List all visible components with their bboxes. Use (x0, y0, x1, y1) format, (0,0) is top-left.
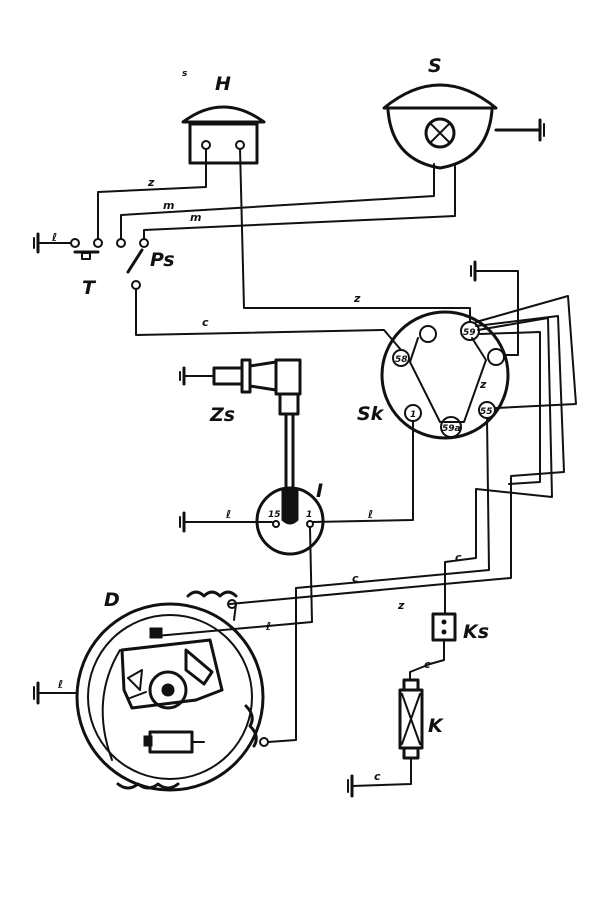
wire-label-l-horn: ℓ (51, 231, 57, 244)
rear-light-label: S (428, 55, 442, 77)
fuse-socket-label: Ks (463, 621, 489, 643)
spark-plug (179, 358, 302, 416)
wire-label-z-horn: z (147, 176, 155, 189)
wire-label-c-dynamo: c (352, 572, 359, 585)
wire-label-l-coil: ℓ (367, 508, 373, 521)
sk-terminal-59a: 59a (442, 424, 461, 434)
wire-label-z-dynamo: z (397, 599, 405, 612)
wiring (97, 148, 577, 743)
sk-terminal-58: 58 (395, 355, 408, 365)
wire-label-m-upper: m (163, 199, 174, 212)
wire-label-z-headlight: z (353, 292, 361, 305)
wire-label-l-dynamo-ground: ℓ (57, 678, 63, 691)
headlight-label: H (215, 73, 231, 95)
coil-ground (179, 511, 273, 533)
light-switch (116, 238, 149, 290)
light-switch-label: Ps (150, 249, 175, 271)
speedometer-box-label: Sk (357, 403, 385, 425)
headlight (181, 105, 266, 165)
wire-label-m-lower: m (190, 211, 201, 224)
wire-label-c-switch: c (202, 316, 209, 329)
wire-label-c-fuse: c (424, 658, 431, 671)
coil-terminal-15: 15 (268, 510, 281, 520)
ignition-coil-label: I (316, 480, 323, 502)
fuse-socket (409, 612, 457, 681)
horn-button (33, 232, 103, 260)
fuse-label: K (428, 715, 444, 737)
dynamo (75, 590, 269, 792)
fuse (347, 678, 424, 798)
wire-label-z-sk-inner: z (479, 378, 487, 391)
ht-lead (284, 412, 295, 492)
sk-terminal-1: 1 (410, 410, 416, 420)
spark-plug-label: Zs (209, 404, 235, 426)
small-mark: s (182, 69, 188, 79)
speedometer-box (380, 310, 510, 440)
wire-label-c-fuse-ground: c (374, 770, 381, 783)
coil-terminal-1: 1 (306, 510, 312, 520)
rear-light (382, 83, 545, 170)
wire-label-l-breaker: ℓ (265, 620, 271, 633)
sk-terminal-59: 59 (463, 328, 476, 338)
horn-button-label: T (82, 277, 97, 299)
sk-ground (470, 260, 519, 356)
wire-label-l-coil-ground: ℓ (225, 508, 231, 521)
dynamo-ground (33, 681, 78, 705)
wire-label-c-fuse-top: c (455, 551, 462, 564)
sk-terminal-55: 55 (480, 407, 493, 417)
dynamo-label: D (104, 589, 120, 611)
